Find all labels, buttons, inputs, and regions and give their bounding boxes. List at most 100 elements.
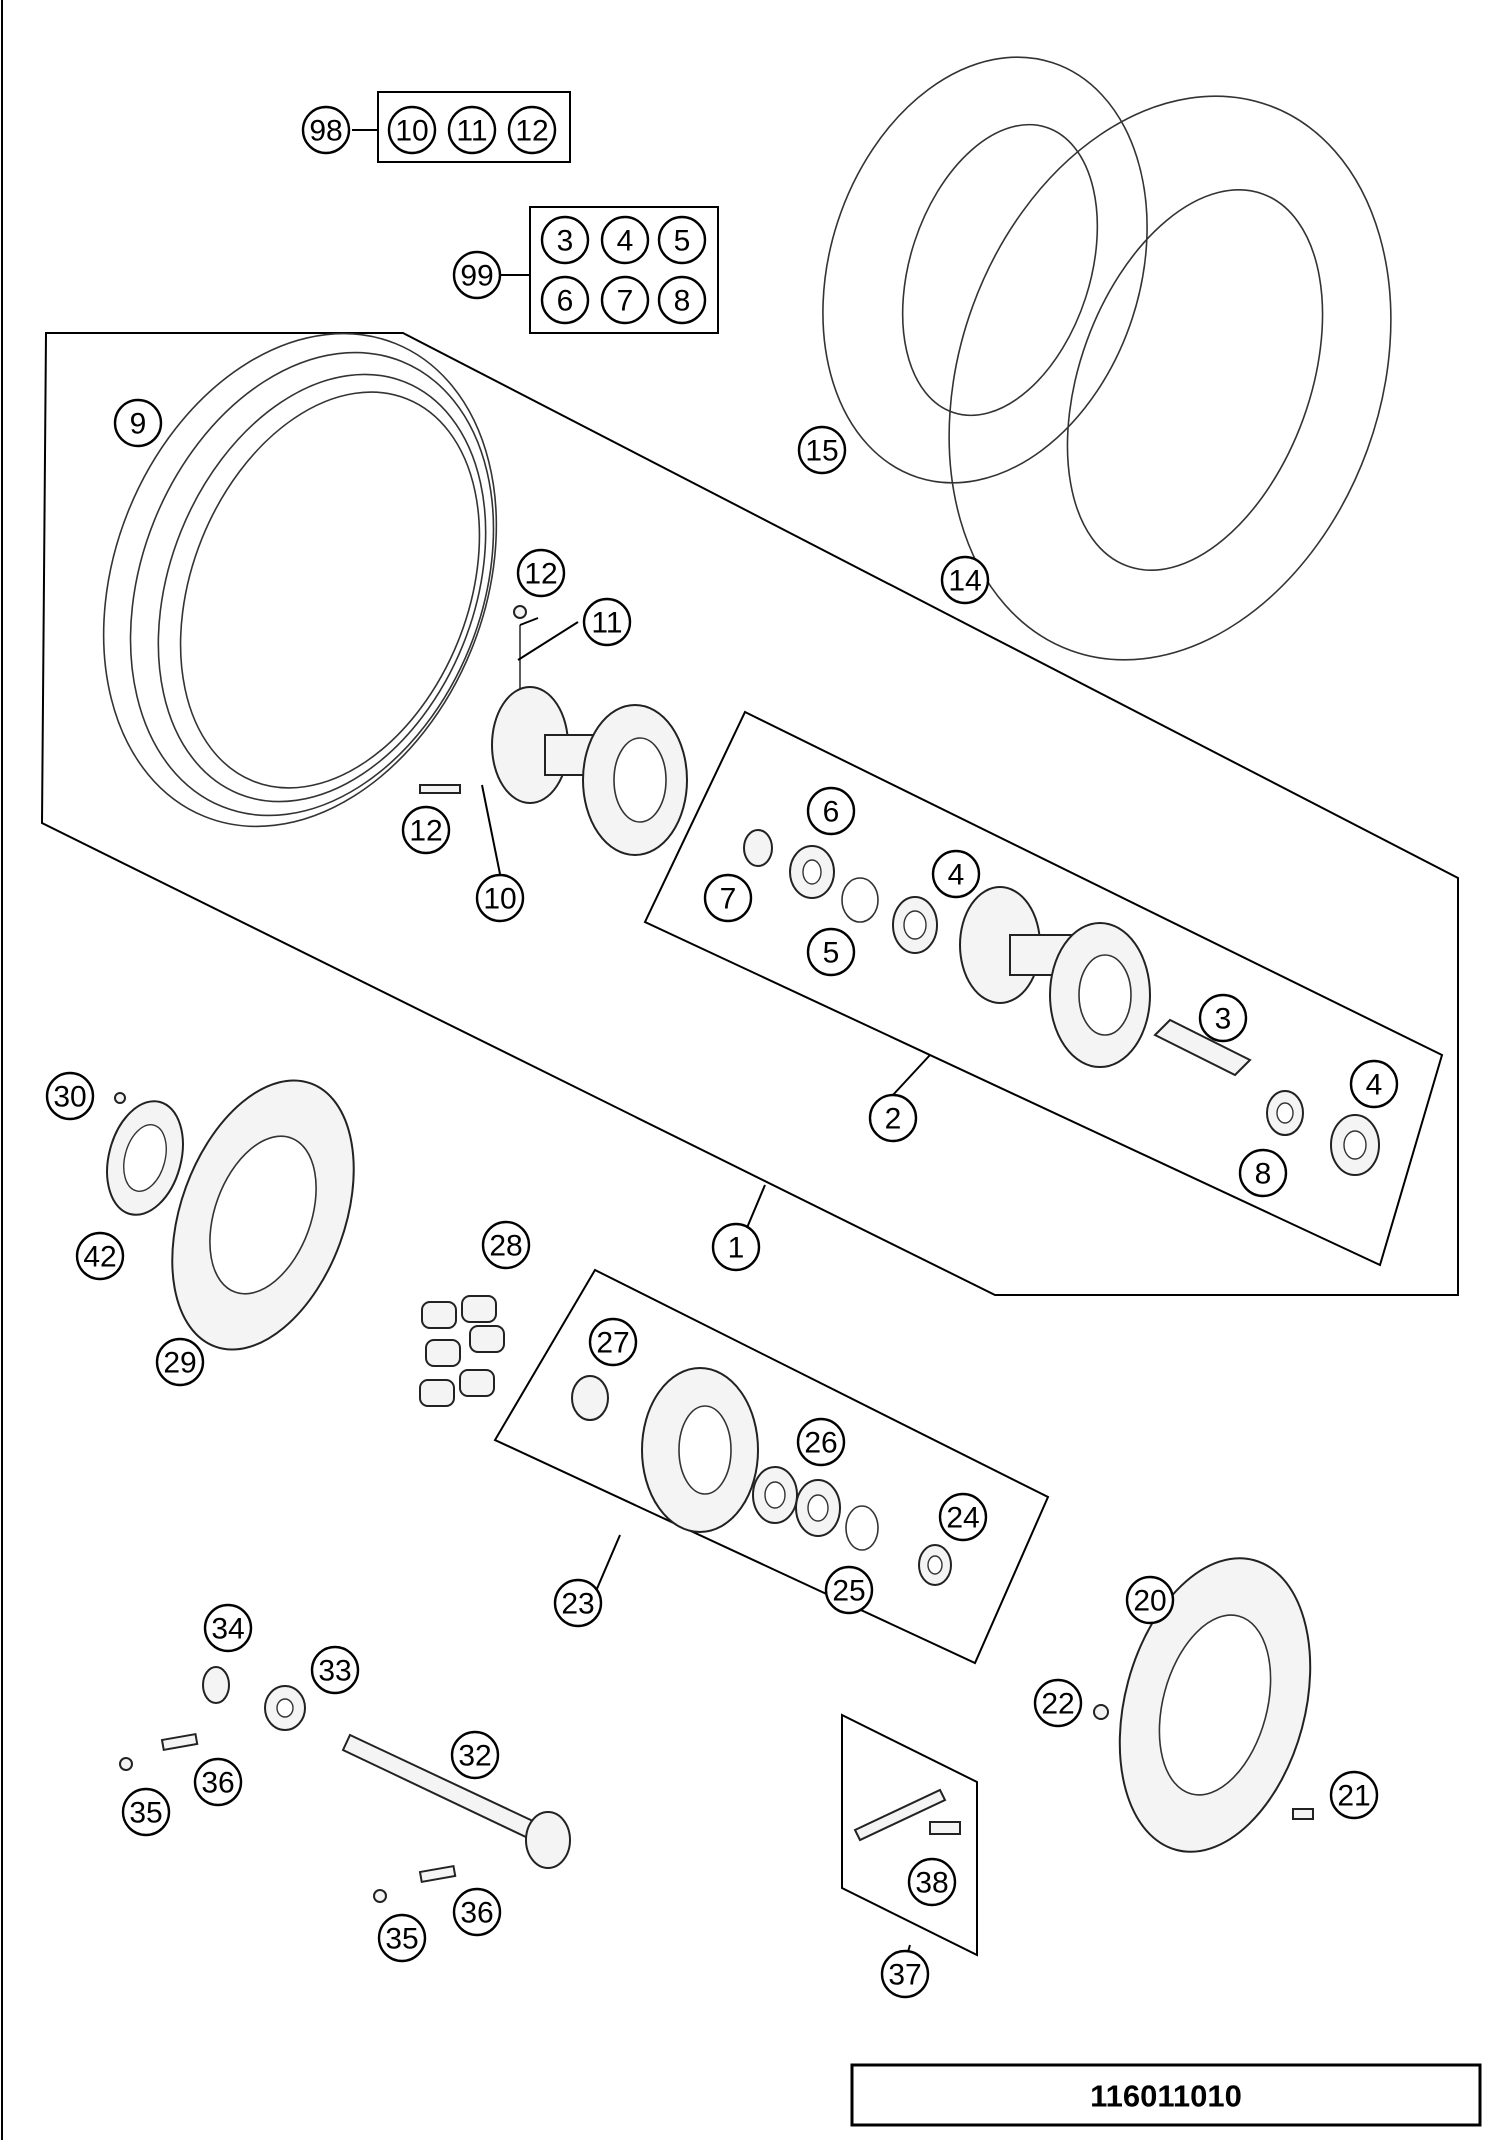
callout-c2: 2 xyxy=(868,1093,918,1143)
callout-number: 2 xyxy=(885,1103,902,1136)
callout-circle xyxy=(452,250,502,300)
callout-circle xyxy=(540,215,590,265)
callout-circle xyxy=(1198,993,1248,1043)
callout-number: 4 xyxy=(1366,1069,1383,1102)
callout-c28: 28 xyxy=(481,1220,531,1270)
callout-k99c: 5 xyxy=(657,215,707,265)
drawing-number: 116011010 xyxy=(1090,2079,1242,2114)
wheel-assembly-outline xyxy=(40,332,1459,1296)
cush-rubbers-28 xyxy=(419,1295,505,1407)
callout-k99d: 6 xyxy=(540,275,590,325)
callout-number: 37 xyxy=(888,1959,921,1992)
callout-circle xyxy=(553,1578,603,1628)
callout-circle xyxy=(310,1645,360,1695)
callout-circle xyxy=(516,548,566,598)
kit-99 xyxy=(500,206,719,334)
callout-number: 10 xyxy=(395,115,428,148)
kit-98 xyxy=(352,91,571,163)
callout-circle xyxy=(600,215,650,265)
callout-c22: 22 xyxy=(1033,1678,1083,1728)
callout-c14: 14 xyxy=(940,555,990,605)
brake-disc-29 xyxy=(171,1079,355,1351)
callout-circle xyxy=(387,105,437,155)
callout-number: 6 xyxy=(823,796,840,829)
callout-number: 3 xyxy=(557,225,574,258)
callout-number: 42 xyxy=(83,1241,116,1274)
callout-c1: 1 xyxy=(711,1222,761,1272)
callout-number: 25 xyxy=(832,1575,865,1608)
callout-circle xyxy=(657,215,707,265)
callout-c3: 3 xyxy=(1198,993,1248,1043)
callout-circle xyxy=(703,873,753,923)
disc-carrier-42 xyxy=(106,1092,184,1216)
chain-assembly-outline xyxy=(841,1713,978,1957)
callout-circle xyxy=(45,1071,95,1121)
callout-circle xyxy=(481,1220,531,1270)
callout-circle xyxy=(907,1857,957,1907)
callout-c12a: 12 xyxy=(516,548,566,598)
callout-c9: 9 xyxy=(113,398,163,448)
callout-circle xyxy=(806,786,856,836)
callout-circle xyxy=(931,849,981,899)
callout-c38: 38 xyxy=(907,1857,957,1907)
callout-c11: 11 xyxy=(582,597,632,647)
callout-number: 14 xyxy=(948,565,981,598)
callout-circle xyxy=(600,275,650,325)
callout-number: 34 xyxy=(211,1613,244,1646)
callout-number: 35 xyxy=(129,1797,162,1830)
callout-c37: 37 xyxy=(880,1949,930,1999)
callout-circle xyxy=(582,597,632,647)
callout-number: 8 xyxy=(674,285,691,318)
callout-number: 27 xyxy=(596,1327,629,1360)
callout-number: 36 xyxy=(460,1897,493,1930)
callout-circle xyxy=(113,398,163,448)
callout-k99a: 3 xyxy=(540,215,590,265)
drawing-number-box: 116011010 xyxy=(850,2063,1482,2127)
callout-k99: 99 xyxy=(452,250,502,300)
callout-k99e: 7 xyxy=(600,275,650,325)
callout-number: 12 xyxy=(409,815,442,848)
callout-c5: 5 xyxy=(806,927,856,977)
callout-circle xyxy=(377,1913,427,1963)
callout-circle xyxy=(447,105,497,155)
callout-k98: 98 xyxy=(301,105,351,155)
callout-c10: 10 xyxy=(475,873,525,923)
callout-circle xyxy=(1238,1148,1288,1198)
hub-assembly-outline xyxy=(643,710,1444,1267)
callout-k98b: 11 xyxy=(447,105,497,155)
callout-c27: 27 xyxy=(588,1317,638,1367)
callout-c26: 26 xyxy=(796,1417,846,1467)
callout-number: 29 xyxy=(163,1347,196,1380)
callout-c20: 20 xyxy=(1125,1575,1175,1625)
callout-c33: 33 xyxy=(310,1645,360,1695)
callout-number: 5 xyxy=(823,937,840,970)
rim-9 xyxy=(102,332,498,828)
wheel-hub xyxy=(419,605,688,856)
callout-c29: 29 xyxy=(155,1337,205,1387)
callout-number: 30 xyxy=(53,1081,86,1114)
callout-number: 11 xyxy=(456,115,487,148)
callout-c12b: 12 xyxy=(401,805,451,855)
callout-number: 6 xyxy=(557,285,574,318)
axle-parts-35-36 xyxy=(119,1732,457,1903)
callout-c23: 23 xyxy=(553,1578,603,1628)
axle-32 xyxy=(341,1733,571,1869)
callout-number: 36 xyxy=(201,1767,234,1800)
callout-number: 24 xyxy=(946,1502,979,1535)
callout-number: 4 xyxy=(948,859,965,892)
callout-c42: 42 xyxy=(75,1231,125,1281)
callout-c35a: 35 xyxy=(121,1787,171,1837)
callout-number: 15 xyxy=(805,435,838,468)
callout-number: 12 xyxy=(515,115,548,148)
callout-c6: 6 xyxy=(806,786,856,836)
callout-circle xyxy=(155,1337,205,1387)
callout-circle xyxy=(796,1417,846,1467)
callout-c30: 30 xyxy=(45,1071,95,1121)
cush-drive-assembly-outline xyxy=(493,1268,1050,1665)
callout-number: 35 xyxy=(385,1923,418,1956)
sprocket-nut-22 xyxy=(1093,1704,1109,1720)
callout-c7: 7 xyxy=(703,873,753,923)
callout-number: 11 xyxy=(591,607,622,640)
callout-c32: 32 xyxy=(450,1730,500,1780)
